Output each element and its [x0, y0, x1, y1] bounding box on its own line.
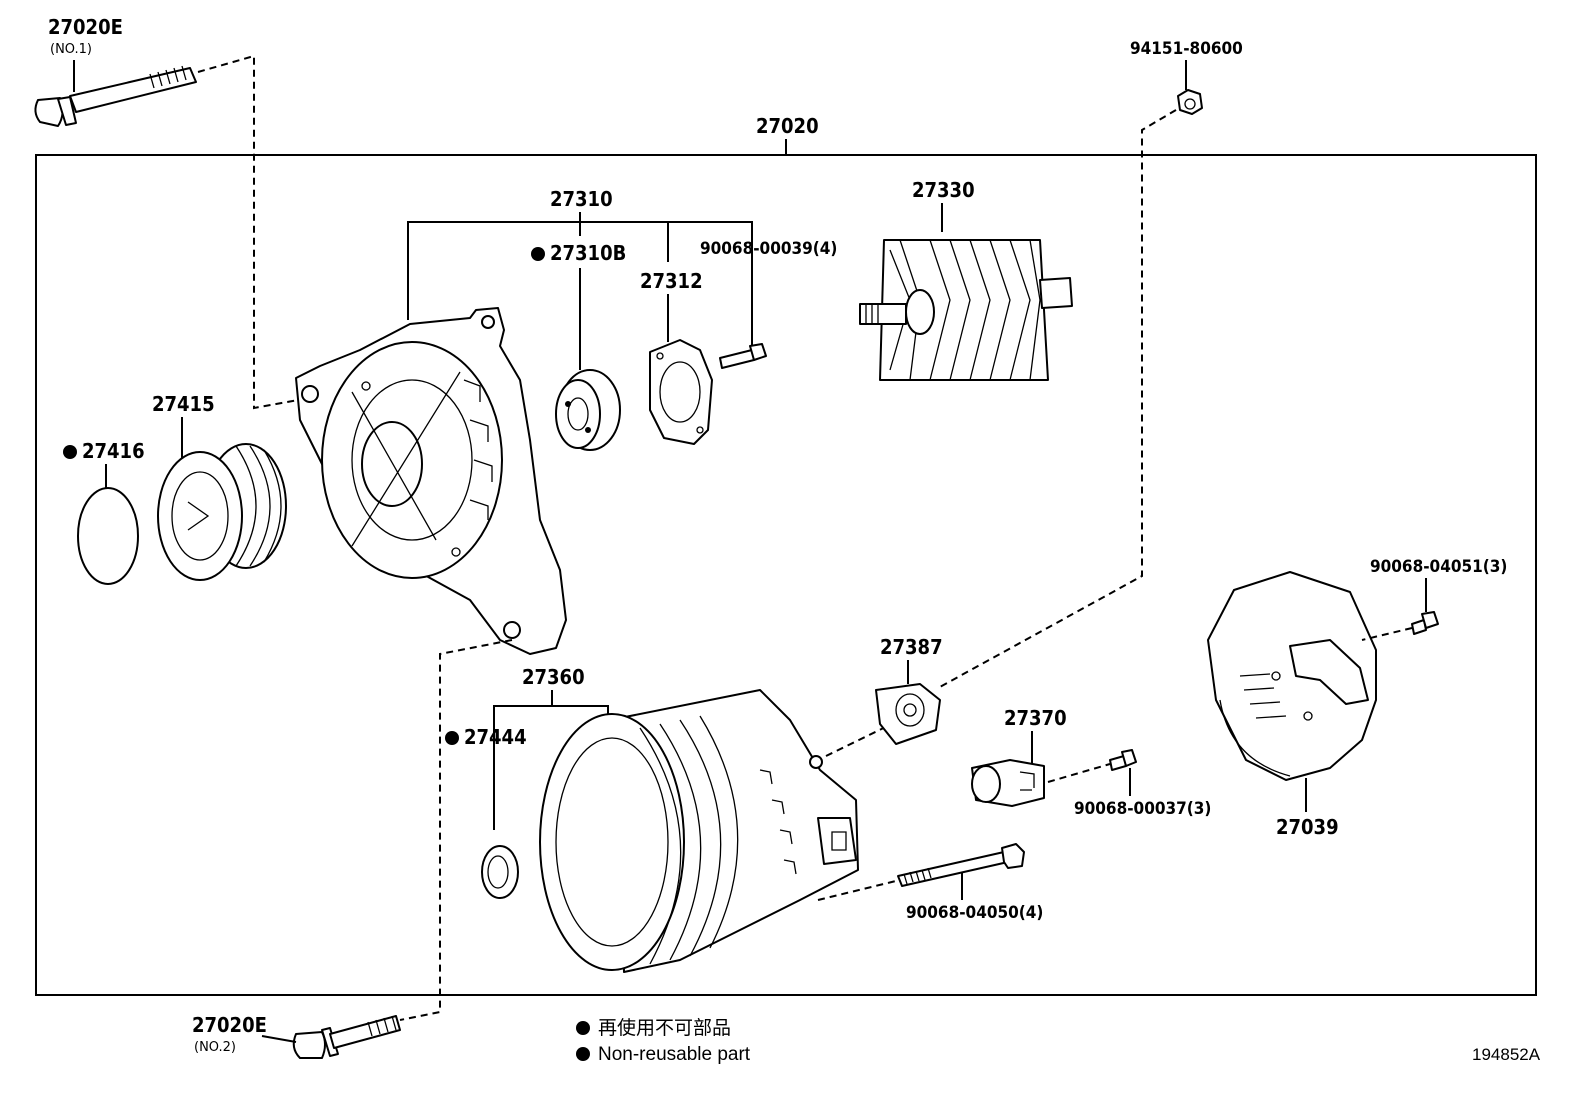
label-rear-frame[interactable]: 27360	[522, 665, 585, 689]
label-screw-regulator[interactable]: 90068-00037(3)	[1074, 799, 1211, 819]
rear-cover-icon	[1207, 571, 1377, 781]
pulley-icon	[157, 443, 287, 581]
nonreusable-dot-icon	[63, 445, 77, 459]
label-pulley-cap[interactable]: 27416	[82, 439, 145, 463]
seal-ring-icon	[481, 845, 519, 899]
nut-icon	[1177, 89, 1203, 115]
label-frame[interactable]: 27310	[550, 187, 613, 211]
label-bolt-top-sub: (NO.1)	[50, 42, 92, 57]
screw-frame-icon	[719, 343, 767, 369]
pulley-cap-icon	[77, 487, 139, 585]
nonreusable-dot-icon	[531, 247, 545, 261]
label-stud-bolt[interactable]: 90068-04050(4)	[906, 903, 1043, 923]
legend-dot-icon	[576, 1021, 590, 1035]
diagram-code: 194852A	[1472, 1045, 1541, 1064]
drive-end-frame-icon	[295, 307, 567, 655]
bolt-no2-icon	[292, 1015, 401, 1059]
screw-regulator-icon	[1109, 749, 1137, 771]
bolt-no1-icon	[34, 65, 197, 127]
legend-dot-icon	[576, 1047, 590, 1061]
legend-line-1: 再使用不可部品	[598, 1017, 731, 1039]
label-bolt-top[interactable]: 27020E	[48, 15, 123, 39]
label-retainer[interactable]: 27312	[640, 269, 703, 293]
stud-bolt-icon	[897, 843, 1025, 887]
label-bolt-bottom[interactable]: 27020E	[192, 1013, 267, 1037]
label-terminal[interactable]: 27387	[880, 635, 943, 659]
label-bolt-bottom-sub: (NO.2)	[194, 1040, 236, 1055]
legend-line-2: Non-reusable part	[598, 1044, 751, 1065]
label-nut-top[interactable]: 94151-80600	[1130, 39, 1243, 59]
label-regulator[interactable]: 27370	[1004, 706, 1067, 730]
label-seal[interactable]: 27444	[464, 725, 527, 749]
label-cover[interactable]: 27039	[1276, 815, 1339, 839]
terminal-insulator-icon	[875, 683, 941, 745]
screw-cover-icon	[1411, 611, 1439, 635]
nonreusable-dot-icon	[445, 731, 459, 745]
regulator-icon	[971, 759, 1045, 807]
label-pulley[interactable]: 27415	[152, 392, 215, 416]
label-screw-cover[interactable]: 90068-04051(3)	[1370, 557, 1507, 577]
rotor-icon	[859, 239, 1073, 381]
label-assembly[interactable]: 27020	[756, 114, 819, 138]
label-bearing[interactable]: 27310B	[550, 241, 626, 265]
stator-housing-icon	[539, 689, 859, 973]
label-screw-frame[interactable]: 90068-00039(4)	[700, 239, 837, 259]
retainer-plate-icon	[649, 339, 713, 445]
bearing-icon	[555, 369, 621, 451]
label-rotor[interactable]: 27330	[912, 178, 975, 202]
